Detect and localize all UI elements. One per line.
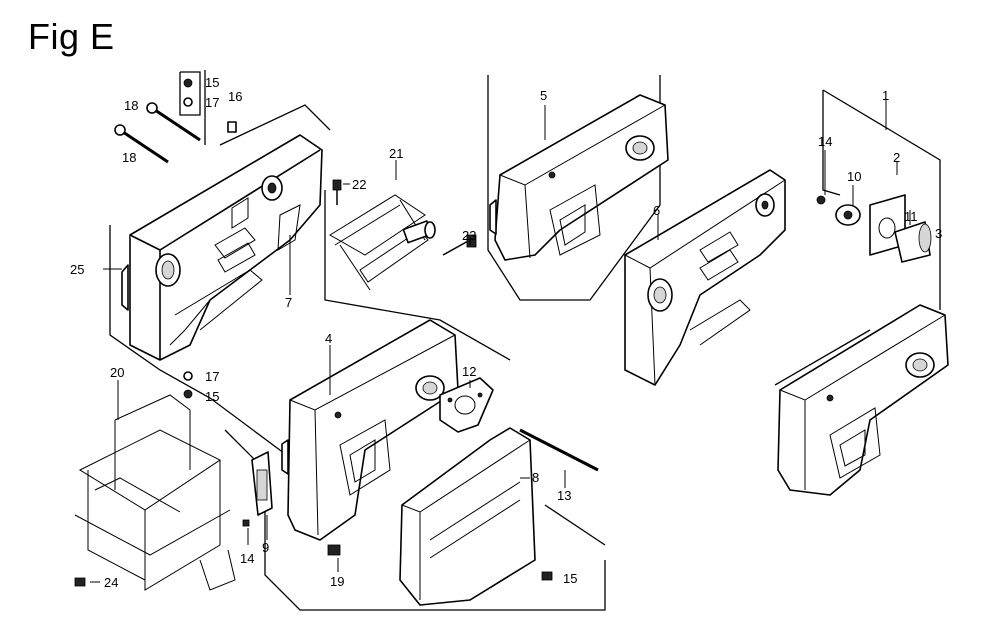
- callout-16: 16: [228, 89, 242, 104]
- muffler-25: [121, 134, 323, 361]
- frame-21: [329, 194, 436, 291]
- callout-17-mid: 17: [205, 369, 219, 384]
- washer-17-top: [183, 97, 193, 107]
- callout-8: 8: [532, 470, 539, 485]
- callout-18-upper: 18: [124, 98, 138, 113]
- bolt-23: [442, 234, 477, 256]
- muffler-5: [489, 94, 669, 261]
- hardware-bracket-top: [179, 71, 201, 116]
- callout-1: 1: [882, 88, 889, 103]
- callout-5: 5: [540, 88, 547, 103]
- nut-16: [227, 121, 237, 133]
- screw-24: [74, 577, 86, 587]
- bolt-19: [327, 544, 341, 556]
- flange-10: [835, 204, 861, 226]
- group-outline-muffler-left: [109, 70, 511, 466]
- nut-15-mid: [183, 389, 193, 399]
- leader-lines: [90, 100, 941, 583]
- callout-2: 2: [893, 150, 900, 165]
- pipe-11: [894, 221, 932, 263]
- bolt-18-upper: [146, 102, 201, 142]
- group-outline-muffler-5: [487, 75, 661, 301]
- bolt-18-lower: [114, 124, 169, 164]
- callout-12: 12: [462, 364, 476, 379]
- washer-17-mid: [183, 371, 193, 381]
- callout-7: 7: [285, 295, 292, 310]
- stud-13: [519, 428, 599, 472]
- callout-15-mid: 15: [205, 389, 219, 404]
- callout-19: 19: [330, 574, 344, 589]
- callout-22: 22: [352, 177, 366, 192]
- callout-20: 20: [110, 365, 124, 380]
- callout-15-bottom: 15: [563, 571, 577, 586]
- callout-15-top: 15: [205, 75, 219, 90]
- callout-9: 9: [262, 540, 269, 555]
- bolt-15-bottom: [541, 571, 553, 581]
- muffler-6: [624, 169, 786, 386]
- callout-13: 13: [557, 488, 571, 503]
- callout-23: 23: [462, 228, 476, 243]
- group-outline-muffler-assy-1: [774, 89, 941, 386]
- callout-14-bottom: 14: [240, 551, 254, 566]
- screw-22: [332, 179, 342, 205]
- callout-18-lower: 18: [122, 150, 136, 165]
- callout-17-top: 17: [205, 95, 219, 110]
- guard-20: [74, 394, 236, 591]
- screw-14-bottom: [242, 519, 250, 527]
- callout-14-right: 14: [818, 134, 832, 149]
- gasket-12: [439, 377, 494, 433]
- muffler-3: [777, 304, 949, 496]
- callout-11: 11: [904, 209, 918, 224]
- screw-14-right: [816, 195, 826, 205]
- callout-25: 25: [70, 262, 84, 277]
- callout-6: 6: [653, 203, 660, 218]
- muffler-4: [281, 319, 459, 541]
- callout-21: 21: [389, 146, 403, 161]
- callout-4: 4: [325, 331, 332, 346]
- protector-8: [399, 427, 536, 606]
- gasket-9: [251, 451, 273, 516]
- callout-24: 24: [104, 575, 118, 590]
- figure-title: Fig E: [28, 16, 115, 57]
- callout-10: 10: [847, 169, 861, 184]
- callout-labels: 15 17 16 18 18 25 7 21 22 23 5 6 1 2 14 …: [70, 75, 942, 590]
- callout-3: 3: [935, 226, 942, 241]
- nut-15-top: [183, 78, 193, 88]
